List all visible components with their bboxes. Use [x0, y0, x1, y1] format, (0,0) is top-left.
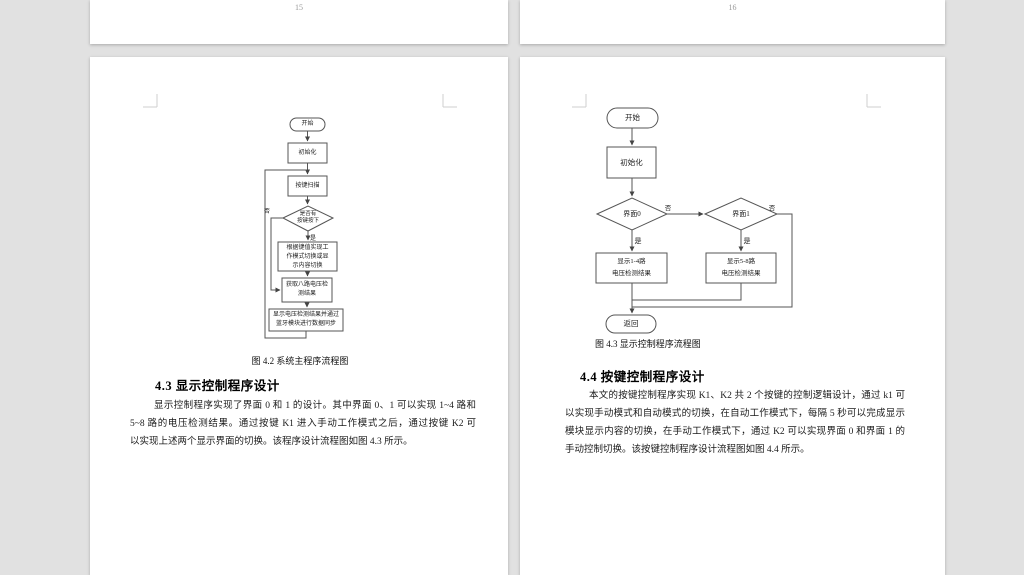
yes-branch-label-0: 是 [634, 237, 642, 245]
margin-corner-marks [143, 94, 457, 108]
keypress-decision-label: 是否有 按键按下 [296, 211, 319, 224]
paragraph-line[interactable]: 手动控制切换。该按键控制程序设计流程图如图 4.4 所示。 [565, 445, 810, 455]
display-5-8-node-label: 显示5-8路 电压检测结果 [721, 258, 761, 277]
section-4-3-heading[interactable]: 4.3 显示控制程序设计 [155, 379, 280, 393]
init-node-label: 初始化 [298, 150, 317, 156]
main-loop-connector [264, 169, 307, 339]
get-voltage-node-label: 获取八路电压检 测结果 [285, 282, 328, 297]
screen1-decision-label: 界面1 [732, 210, 750, 218]
yes-branch-label: 是 [309, 236, 316, 242]
paragraph-line[interactable]: 显示控制程序实现了界面 0 和 1 的设计。其中界面 0、1 可以实现 1~4 … [154, 401, 476, 411]
no-branch-label-1: 否 [768, 205, 776, 212]
section-4-4-paragraph[interactable]: 本文的按键控制程序实现 K1、K2 共 2 个按键的控制逻辑设计，通过 k1 可… [565, 387, 905, 459]
flowchart-shapes [595, 107, 793, 334]
previous-page-left: 15 [90, 0, 508, 44]
paragraph-line[interactable]: 模块显示内容的切换，在手动工作模式下，通过 K2 可以实现界面 0 和界面 1 … [565, 427, 905, 437]
no-branch-connector [632, 213, 793, 308]
document-page-right[interactable]: 开始 初始化 界面0 界面1 否 否 是 是 显示1-4路 电压检测结果 显示5… [520, 57, 945, 575]
page-number-right: 16 [728, 3, 737, 12]
mode-switch-node-label: 根据键值实现工 作模式切换或显 示内容切换 [286, 245, 329, 269]
keypress-decision-shape [281, 205, 335, 232]
return-node-label: 返回 [623, 319, 639, 328]
merge-connector [632, 283, 742, 301]
previous-page-right: 16 [520, 0, 945, 44]
keyscan-node-label: 按键扫描 [295, 183, 320, 189]
init-node-label: 初始化 [620, 158, 643, 167]
start-node-label: 开始 [301, 121, 314, 127]
section-4-4-heading[interactable]: 4.4 按键控制程序设计 [580, 370, 705, 384]
no-branch-connector [270, 217, 283, 293]
no-branch-label: 否 [263, 209, 270, 215]
yes-branch-label-1: 是 [743, 237, 751, 245]
no-branch-label-0: 否 [664, 205, 672, 212]
return-terminator-shape [605, 314, 657, 334]
start-node-label: 开始 [625, 113, 640, 122]
paragraph-line[interactable]: 5~8 路的电压检测结果。通过按键 K1 进入手动工作模式之后，通过按键 K2 … [130, 419, 476, 429]
paragraph-line[interactable]: 以实现上述两个显示界面的切换。该程序设计流程图如图 4.3 所示。 [130, 437, 413, 447]
document-page-left[interactable]: 开始 初始化 按键扫描 是否有 按键按下 否 是 根据键值实现工 作模式切换或显… [90, 57, 508, 575]
figure-4-2-caption: 图 4.2 系统主程序流程图 [251, 356, 349, 366]
main-program-flowchart-drawing[interactable] [90, 57, 508, 575]
screen0-decision-label: 界面0 [623, 210, 641, 218]
display-1-4-node-label: 显示1-4路 电压检测结果 [612, 258, 651, 277]
margin-corner-marks [572, 94, 881, 108]
paragraph-line[interactable]: 以实现手动模式和自动模式的切换，在自动工作模式下，每隔 5 秒可以完成显示 [565, 409, 905, 419]
display-sync-node-label: 显示电压检测结果并通过 蓝牙模块进行数据同步 [272, 312, 339, 327]
paragraph-line[interactable]: 本文的按键控制程序实现 K1、K2 共 2 个按键的控制逻辑设计，通过 k1 可 [589, 391, 905, 401]
section-4-3-paragraph[interactable]: 显示控制程序实现了界面 0 和 1 的设计。其中界面 0、1 可以实现 1~4 … [130, 397, 476, 451]
display-control-flowchart-drawing[interactable] [520, 57, 945, 575]
flowchart-shapes [264, 117, 344, 339]
figure-4-3-caption: 图 4.3 显示控制程序流程图 [595, 339, 701, 349]
page-number-left: 15 [295, 3, 303, 12]
